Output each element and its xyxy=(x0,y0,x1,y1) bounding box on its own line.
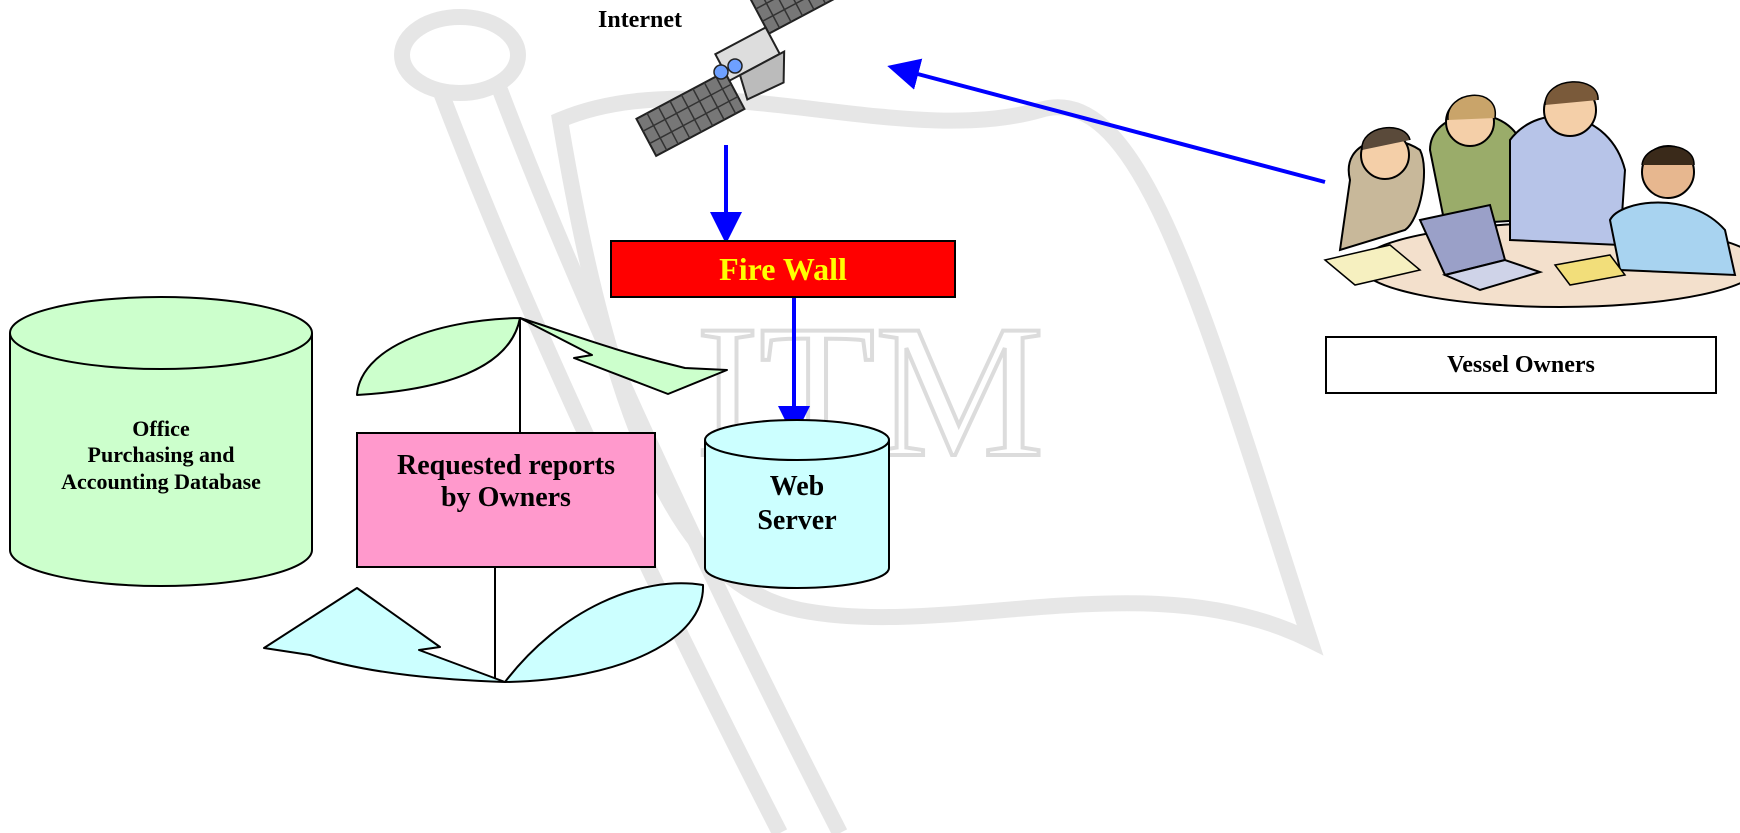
people-with-laptop-icon xyxy=(1323,81,1740,308)
reports-line-2: by Owners xyxy=(441,482,571,513)
firewall-label: Fire Wall xyxy=(719,250,847,287)
reports-line-1: Requested reports xyxy=(396,450,615,481)
office-database-cylinder xyxy=(9,296,313,587)
curved-arrow-bottom xyxy=(263,582,705,683)
web-server-line-1: Web xyxy=(769,471,825,502)
internet-label: Internet xyxy=(598,7,682,33)
web-server-cylinder xyxy=(704,419,890,589)
office-db-line-2: Purchasing and xyxy=(87,442,235,468)
office-db-line-1: Office xyxy=(132,416,190,441)
firewall-box: Fire Wall xyxy=(610,240,956,298)
office-db-line-3: Accounting Database xyxy=(61,468,261,494)
satellite-icon xyxy=(635,0,859,158)
vessel-owners-label: Vessel Owners xyxy=(1447,351,1595,378)
watermark-anchor-ring xyxy=(394,9,526,101)
vessel-owners-box: Vessel Owners xyxy=(1325,336,1717,394)
curved-arrow-top xyxy=(356,317,728,396)
office-db-label: Office Purchasing and Accounting Databas… xyxy=(20,416,302,495)
requested-reports-box: Requested reports by Owners xyxy=(356,432,656,568)
web-server-label: Web Server xyxy=(715,470,879,537)
web-server-line-2: Server xyxy=(757,504,837,536)
arrow-owners-to-internet xyxy=(887,58,1326,184)
